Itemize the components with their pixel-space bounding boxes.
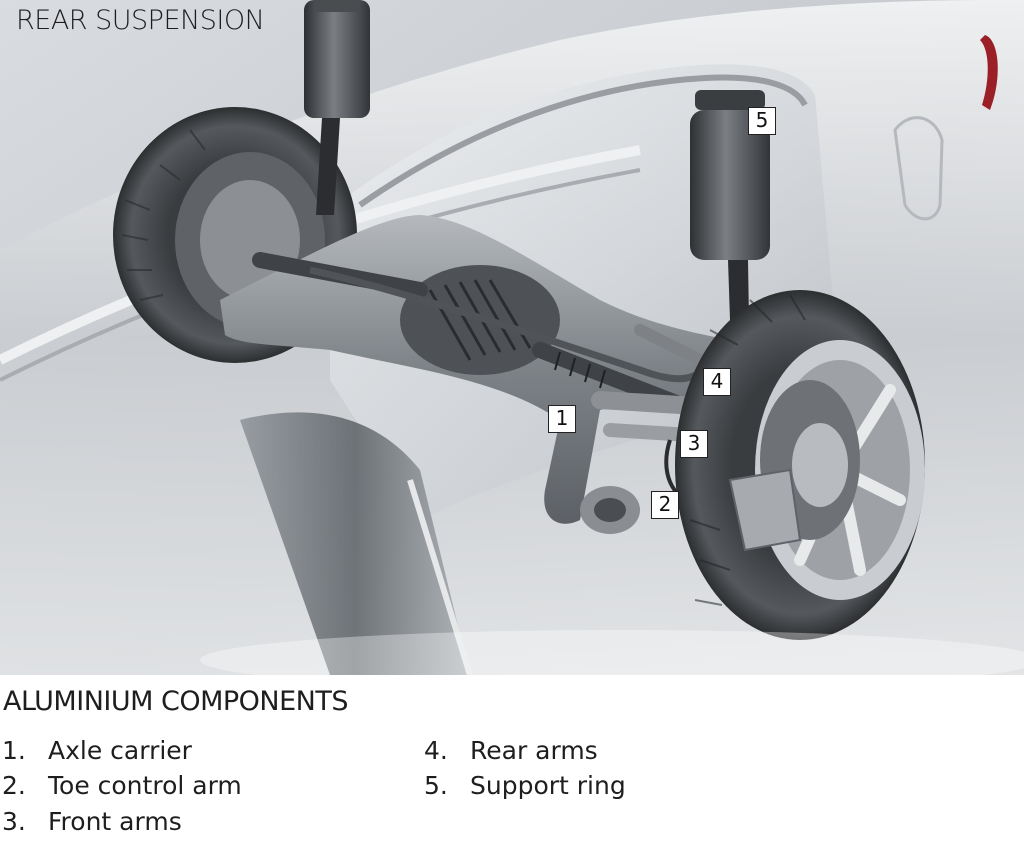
legend-item-number: 3. [2, 807, 26, 836]
callout-2: 2 [651, 491, 679, 519]
callout-1: 1 [548, 405, 576, 433]
page-title: REAR SUSPENSION [16, 5, 265, 36]
legend-item-label: Toe control arm [48, 771, 242, 800]
legend-item-number: 5. [424, 771, 448, 800]
callout-3: 3 [680, 430, 708, 458]
suspension-illustration [0, 0, 1024, 675]
legend-item-label: Rear arms [470, 736, 598, 765]
legend-item-number: 4. [424, 736, 448, 765]
callout-5: 5 [748, 107, 776, 135]
callout-4: 4 [703, 368, 731, 396]
legend-item-number: 2. [2, 771, 26, 800]
legend-item-label: Front arms [48, 807, 182, 836]
legend-item-number: 1. [2, 736, 26, 765]
legend-item-label: Support ring [470, 771, 626, 800]
legend-item-label: Axle carrier [48, 736, 192, 765]
legend-heading: ALUMINIUM COMPONENTS [3, 686, 349, 717]
